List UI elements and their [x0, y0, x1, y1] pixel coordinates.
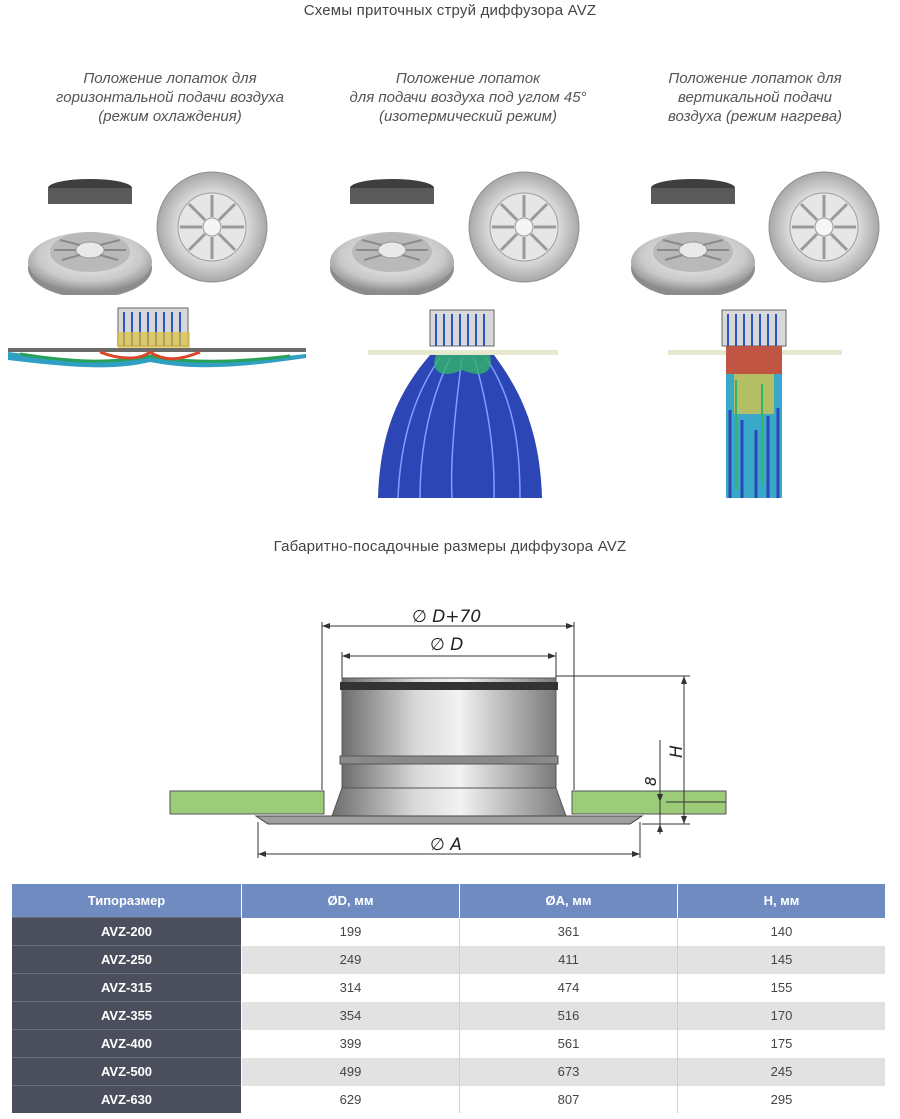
caption-line: горизонтальной подачи воздуха	[56, 89, 284, 106]
caption-line: (режим охлаждения)	[98, 108, 242, 125]
cell-d: 629	[241, 1085, 460, 1113]
flow-horizontal	[8, 307, 306, 368]
cell-h: 170	[677, 1001, 885, 1030]
caption-line: (изотермический режим)	[379, 108, 557, 125]
diffuser-renders	[27, 170, 881, 295]
cell-h: 140	[677, 917, 885, 946]
cell-d: 354	[241, 1001, 460, 1030]
mode-caption-vertical: Положение лопаток для вертикальной подач…	[615, 69, 895, 126]
cell-model: AVZ-200	[12, 917, 242, 946]
airflow-simulations	[8, 307, 842, 499]
cell-d: 314	[241, 973, 460, 1002]
cell-model: AVZ-355	[12, 1001, 242, 1030]
cell-model: AVZ-250	[12, 945, 242, 974]
dimensions-title: Габаритно-посадочные размеры диффузора A…	[273, 538, 627, 555]
caption-line: для подачи воздуха под углом 45°	[349, 89, 587, 106]
table-row: AVZ-250 249 411 145	[12, 945, 885, 974]
dim-d-label: ∅ D	[430, 635, 463, 655]
table-header-row: Типоразмер ØD, мм ØA, мм H, мм	[12, 884, 885, 918]
cell-a: 561	[459, 1029, 678, 1058]
cell-a: 474	[459, 973, 678, 1002]
cell-d: 499	[241, 1057, 460, 1086]
cell-a: 361	[459, 917, 678, 946]
table-row: AVZ-500 499 673 245	[12, 1057, 885, 1086]
cell-d: 199	[241, 917, 460, 946]
cell-h: 155	[677, 973, 885, 1002]
caption-line: Положение лопаток	[395, 70, 541, 87]
cell-model: AVZ-315	[12, 973, 242, 1002]
header-height: H, мм	[677, 884, 885, 918]
caption-line: Положение лопаток для	[668, 70, 842, 87]
table-row: AVZ-200 199 361 140	[12, 917, 885, 946]
cell-h: 295	[677, 1085, 885, 1113]
cell-d: 399	[241, 1029, 460, 1058]
table-row: AVZ-630 629 807 295	[12, 1085, 885, 1113]
mode-caption-horizontal: Положение лопаток для горизонтальной под…	[30, 69, 310, 126]
table-row: AVZ-355 354 516 170	[12, 1001, 885, 1030]
cell-h: 145	[677, 945, 885, 974]
cell-model: AVZ-500	[12, 1057, 242, 1086]
dim-a-label: ∅ A	[430, 835, 462, 855]
caption-line: вертикальной подачи	[677, 89, 833, 106]
mode-caption-angled: Положение лопаток для подачи воздуха под…	[328, 69, 608, 126]
cell-a: 516	[459, 1001, 678, 1030]
header-model: Типоразмер	[12, 884, 242, 918]
cell-model: AVZ-630	[12, 1085, 242, 1113]
table-row: AVZ-400 399 561 175	[12, 1029, 885, 1058]
dim-d70-label: ∅ D+70	[412, 607, 481, 627]
cell-a: 807	[459, 1085, 678, 1113]
header-diameter-d: ØD, мм	[241, 884, 460, 918]
flow-vertical	[668, 309, 842, 498]
size-table: Типоразмер ØD, мм ØA, мм H, мм AVZ-200 1…	[12, 884, 885, 1113]
dim-8-label: 8	[642, 776, 660, 786]
cell-a: 673	[459, 1057, 678, 1086]
caption-line: Положение лопаток для	[83, 70, 257, 87]
cell-h: 245	[677, 1057, 885, 1086]
dim-h-label: H	[667, 745, 687, 758]
cell-model: AVZ-400	[12, 1029, 242, 1058]
cell-a: 411	[459, 945, 678, 974]
table-row: AVZ-315 314 474 155	[12, 973, 885, 1002]
flow-angled	[368, 309, 558, 499]
cell-h: 175	[677, 1029, 885, 1058]
caption-line: воздуха (режим нагрева)	[667, 108, 843, 125]
jets-title: Схемы приточных струй диффузора AVZ	[303, 2, 597, 19]
dimension-drawing: ∅ D+70 ∅ D ∅ A H 8	[169, 607, 727, 858]
header-diameter-a: ØA, мм	[459, 884, 678, 918]
cell-d: 249	[241, 945, 460, 974]
